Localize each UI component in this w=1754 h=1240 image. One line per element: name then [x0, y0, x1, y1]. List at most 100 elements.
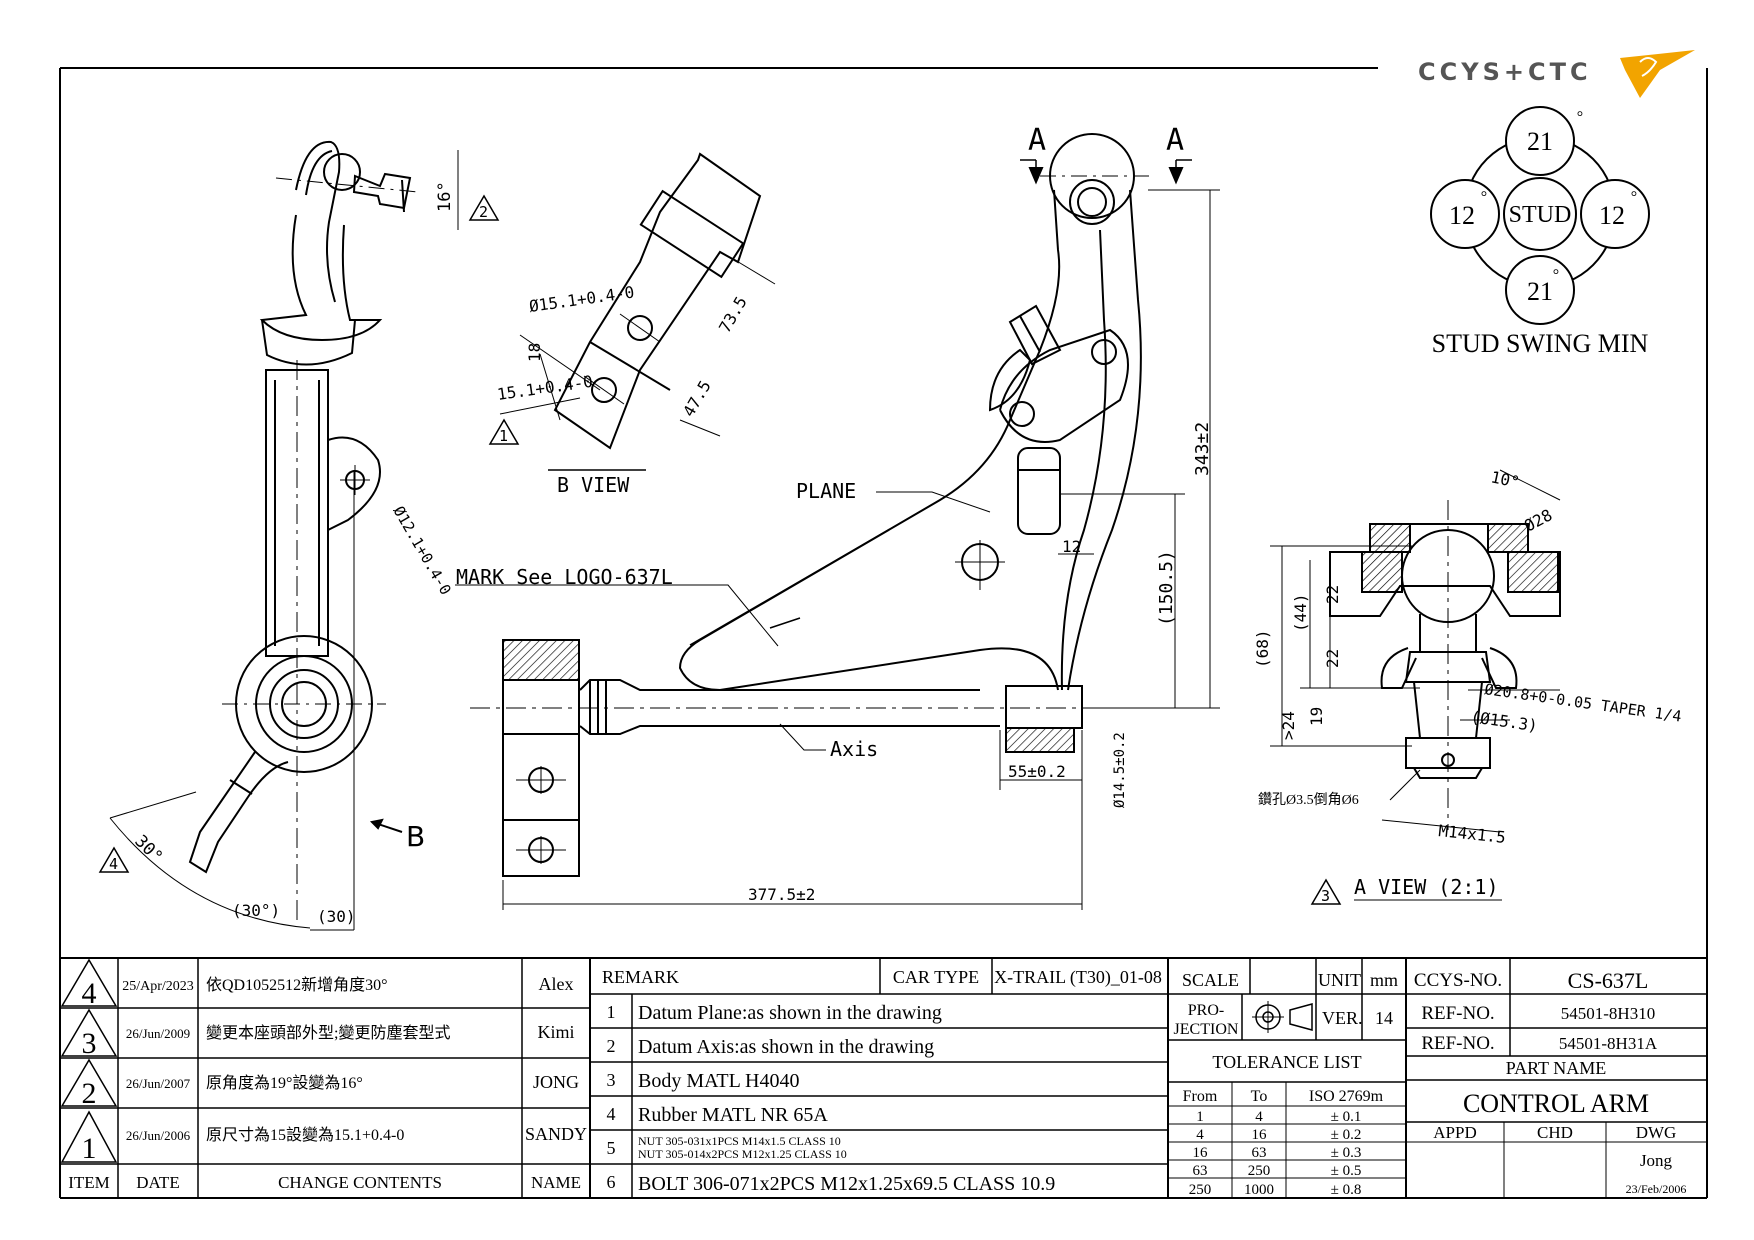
dim-22a: 22	[1323, 585, 1342, 604]
dim-drill: 鑽孔Ø3.5倒角Ø6	[1258, 792, 1359, 808]
remark-5b: NUT 305-014x2PCS M12x1.25 CLASS 10	[638, 1147, 847, 1161]
rev-item-2: 2	[82, 1077, 97, 1110]
dim-68: (68)	[1253, 629, 1272, 668]
ref-no-1: 54501-8H310	[1561, 1004, 1655, 1023]
dim-73-5: 73.5	[715, 293, 751, 336]
dim-thread: M14x1.5	[1438, 821, 1507, 847]
remark-2: Datum Axis:as shown in the drawing	[638, 1036, 934, 1058]
rev-name-0: Alex	[539, 974, 574, 994]
svg-text:± 0.1: ± 0.1	[1331, 1109, 1362, 1125]
dim-24: >24	[1279, 711, 1298, 740]
svg-text:1: 1	[499, 427, 508, 445]
dim-12: 12	[1062, 537, 1081, 556]
svg-text:°: °	[1553, 267, 1559, 284]
swing-bottom: 21	[1527, 277, 1553, 306]
svg-text:To: To	[1251, 1088, 1268, 1105]
svg-text:16: 16	[1193, 1145, 1209, 1161]
a-view-label: A VIEW (2:1)	[1354, 875, 1499, 899]
dim-18: 18	[525, 343, 544, 362]
svg-text:± 0.2: ± 0.2	[1331, 1127, 1362, 1143]
swing-top: 21	[1527, 127, 1553, 156]
rev-change-3: 原尺寸為15設變為15.1+0.4-0	[206, 1126, 404, 1144]
dim-19: 19	[1307, 707, 1326, 726]
ref-no-2: 54501-8H31A	[1559, 1034, 1658, 1053]
svg-text:± 0.3: ± 0.3	[1331, 1145, 1362, 1161]
svg-text:ISO 2769m: ISO 2769m	[1309, 1088, 1384, 1105]
section-a-left: A	[1028, 123, 1046, 158]
rev-date-3: 26/Jun/2006	[126, 1128, 191, 1143]
svg-text:2: 2	[607, 1036, 616, 1056]
svg-text:16: 16	[1252, 1127, 1268, 1143]
scale-label: SCALE	[1182, 970, 1239, 990]
svg-text:From: From	[1183, 1088, 1218, 1105]
unit: mm	[1370, 970, 1398, 990]
revision-triangles	[60, 958, 118, 1163]
stud-swing-diagram	[1430, 106, 1650, 325]
rev-name-1: Kimi	[537, 1022, 574, 1042]
dim-44: (44)	[1291, 593, 1310, 632]
header-date: DATE	[136, 1173, 179, 1192]
rev-change-1: 變更本座頭部外型;變更防塵套型式	[206, 1024, 450, 1042]
rev-item-1: 3	[82, 1027, 97, 1060]
part-name-label: PART NAME	[1506, 1058, 1606, 1078]
b-view-label: B VIEW	[557, 473, 630, 497]
svg-text:4: 4	[607, 1104, 616, 1124]
swing-right: 12	[1599, 201, 1625, 230]
ver-label: VER.	[1322, 1008, 1363, 1028]
svg-text:°: °	[1481, 189, 1487, 206]
svg-text:°: °	[1577, 109, 1583, 126]
ccys-no: CS-637L	[1568, 968, 1649, 993]
unit-label: UNIT	[1318, 970, 1361, 990]
svg-text:JECTION: JECTION	[1174, 1021, 1239, 1038]
rev-name-2: JONG	[533, 1072, 579, 1092]
rev-change-0: 依QD1052512新增角度30°	[206, 976, 388, 994]
dim-150-5: (150.5)	[1156, 550, 1177, 626]
ref-no-label-1: REF-NO.	[1421, 1003, 1494, 1024]
tolerance-title: TOLERANCE LIST	[1212, 1052, 1361, 1072]
rev-item-0: 4	[82, 977, 97, 1010]
dim-10-angle: 10°	[1489, 467, 1521, 492]
svg-text:°: °	[1631, 189, 1637, 206]
logo-flame-icon	[1620, 50, 1695, 98]
svg-text:2: 2	[479, 203, 488, 221]
dim-dia-12-1: Ø12.1+0.4-0	[390, 503, 455, 598]
arrow-b-label: B	[406, 820, 425, 853]
swing-left: 12	[1449, 201, 1475, 230]
dim-dia-15-3: (Ø15.3)	[1469, 707, 1538, 735]
dim-22b: 22	[1323, 649, 1342, 668]
dim-55: 55±0.2	[1008, 762, 1066, 781]
side-view	[109, 140, 459, 931]
svg-text:250: 250	[1248, 1163, 1271, 1179]
rev-date-0: 25/Apr/2023	[122, 979, 194, 994]
axis-label: Axis	[830, 737, 878, 761]
svg-text:3: 3	[1321, 887, 1330, 905]
ver: 14	[1375, 1008, 1393, 1028]
main-view	[455, 133, 1220, 910]
rev-date-2: 26/Jun/2007	[126, 1076, 191, 1091]
dim-dia-15-1a: Ø15.1+0.4-0	[528, 282, 636, 316]
svg-text:CCYS+CTC: CCYS+CTC	[1418, 58, 1592, 86]
remark-1: Datum Plane:as shown in the drawing	[638, 1002, 942, 1024]
svg-text:PRO-: PRO-	[1188, 1002, 1224, 1019]
header-item: ITEM	[68, 1173, 110, 1192]
dim-343: 343±2	[1192, 422, 1213, 476]
drawn-by: Jong	[1640, 1151, 1673, 1170]
svg-text:± 0.8: ± 0.8	[1331, 1182, 1362, 1198]
header-change: CHANGE CONTENTS	[278, 1173, 442, 1192]
svg-text:63: 63	[1252, 1145, 1267, 1161]
remark-4: Rubber MATL NR 65A	[638, 1104, 828, 1126]
remark-header: REMARK	[602, 967, 679, 987]
svg-text:250: 250	[1189, 1182, 1212, 1198]
remark-6: BOLT 306-071x2PCS M12x1.25x69.5 CLASS 10…	[638, 1173, 1055, 1195]
a-view	[1270, 469, 1561, 833]
svg-text:1: 1	[1196, 1109, 1204, 1125]
dim-16: 16°	[435, 181, 455, 212]
swing-caption: STUD SWING MIN	[1432, 329, 1649, 358]
svg-text:4: 4	[109, 855, 118, 873]
dim-dia-15-1b: 15.1+0.4-0	[496, 372, 594, 404]
svg-text:4: 4	[1196, 1127, 1204, 1143]
svg-text:6: 6	[607, 1172, 616, 1192]
svg-text:4: 4	[1255, 1109, 1263, 1125]
rev-name-3: SANDY	[525, 1124, 587, 1144]
